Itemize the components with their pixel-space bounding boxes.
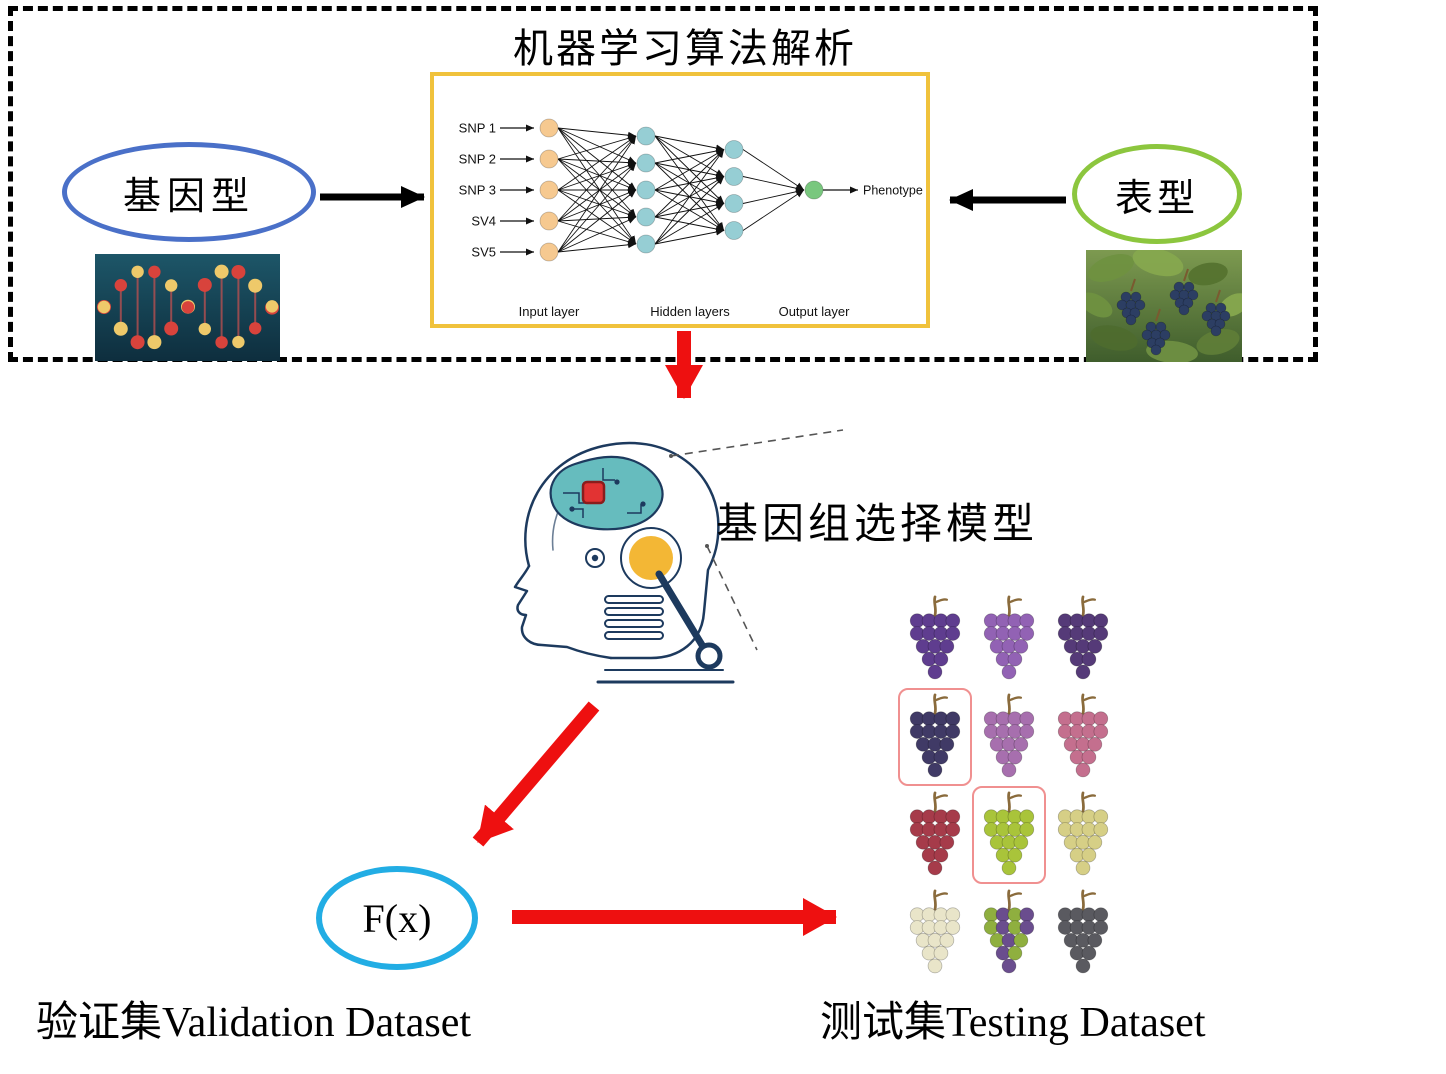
fx-label: F(x) [362, 895, 432, 941]
svg-text:Phenotype: Phenotype [863, 184, 923, 198]
grape-photo-svg [1079, 247, 1249, 364]
fx-ellipse: F(x) [316, 866, 478, 970]
grape-cluster [898, 590, 972, 688]
dna-image [95, 254, 280, 361]
genotype-ellipse: 基因型 [62, 142, 316, 242]
grape-cluster [972, 590, 1046, 688]
svg-text:Input layer: Input layer [519, 304, 580, 319]
grape-cluster [1046, 590, 1120, 688]
grape-cluster [898, 884, 972, 982]
grape-cluster [898, 688, 972, 786]
callout-dashed-lines [670, 429, 844, 651]
robot-arm [655, 570, 706, 649]
robot-ear-ring [620, 527, 682, 589]
svg-text:Hidden layers: Hidden layers [650, 304, 730, 319]
grape-cluster [1046, 786, 1120, 884]
validation-dataset-label: 验证集Validation Dataset [36, 1000, 472, 1046]
genotype-label: 基因型 [122, 175, 255, 218]
robot-ear-joint [629, 536, 673, 580]
svg-text:SNP 3: SNP 3 [459, 183, 496, 198]
svg-text:SNP 2: SNP 2 [459, 152, 496, 167]
grape-cluster [972, 786, 1046, 884]
svg-text:Output layer: Output layer [779, 304, 850, 319]
grape-photo-image [1079, 247, 1249, 364]
phenotype-label: 表型 [1114, 177, 1199, 220]
robot-head-illustration [455, 398, 855, 708]
robot-face-profile [513, 564, 613, 660]
grape-cluster [972, 884, 1046, 982]
svg-text:SV4: SV4 [471, 214, 496, 229]
robot-head-svg [513, 429, 844, 684]
grape-cluster [1046, 688, 1120, 786]
dna-svg [95, 254, 280, 361]
grape-cluster [972, 688, 1046, 786]
robot-vent-slats [604, 595, 664, 640]
grape-cluster [1046, 884, 1120, 982]
model-label: 基因组选择模型 [716, 502, 1039, 548]
phenotype-ellipse: 表型 [1072, 144, 1242, 244]
diagram-title: 机器学习算法解析 [513, 26, 857, 71]
robot-brain [549, 455, 664, 531]
grape-cluster [898, 786, 972, 884]
testing-grapes-grid [898, 590, 1120, 982]
testing-dataset-label: 测试集Testing Dataset [820, 1000, 1206, 1046]
svg-text:SV5: SV5 [471, 245, 496, 260]
brain-chip-icon [581, 480, 606, 505]
svg-text:SNP 1: SNP 1 [459, 121, 496, 136]
